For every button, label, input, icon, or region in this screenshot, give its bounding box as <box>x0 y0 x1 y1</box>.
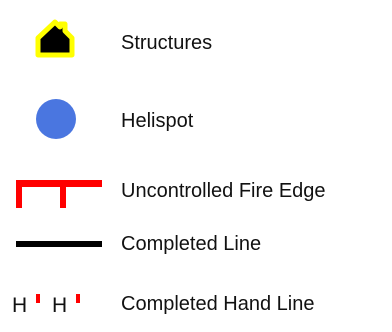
legend-item-uncontrolled-fire-edge: Uncontrolled Fire Edge <box>0 167 392 217</box>
legend-label-uncontrolled-fire-edge: Uncontrolled Fire Edge <box>121 180 326 202</box>
hand-line-h1: H <box>12 294 27 317</box>
uncontrolled-fire-edge-icon <box>16 180 102 208</box>
legend-item-completed-line: Completed Line <box>0 227 392 277</box>
completed-line-icon <box>16 241 102 247</box>
legend-item-completed-hand-line: H H Completed Hand Line <box>0 282 392 332</box>
legend-item-helispot: Helispot <box>0 95 392 145</box>
legend-item-structures: Structures <box>0 18 392 68</box>
hand-line-h2: H <box>52 294 67 317</box>
legend-label-completed-hand-line: Completed Hand Line <box>121 293 315 315</box>
legend-label-helispot: Helispot <box>121 110 194 132</box>
helispot-circle-icon <box>36 99 76 139</box>
hand-line-tick-1 <box>36 294 40 303</box>
completed-hand-line-icon: H H <box>12 294 80 317</box>
legend-label-structures: Structures <box>121 32 213 54</box>
house-icon <box>35 19 75 58</box>
hand-line-tick-2 <box>76 294 80 303</box>
legend-label-completed-line: Completed Line <box>121 233 262 255</box>
